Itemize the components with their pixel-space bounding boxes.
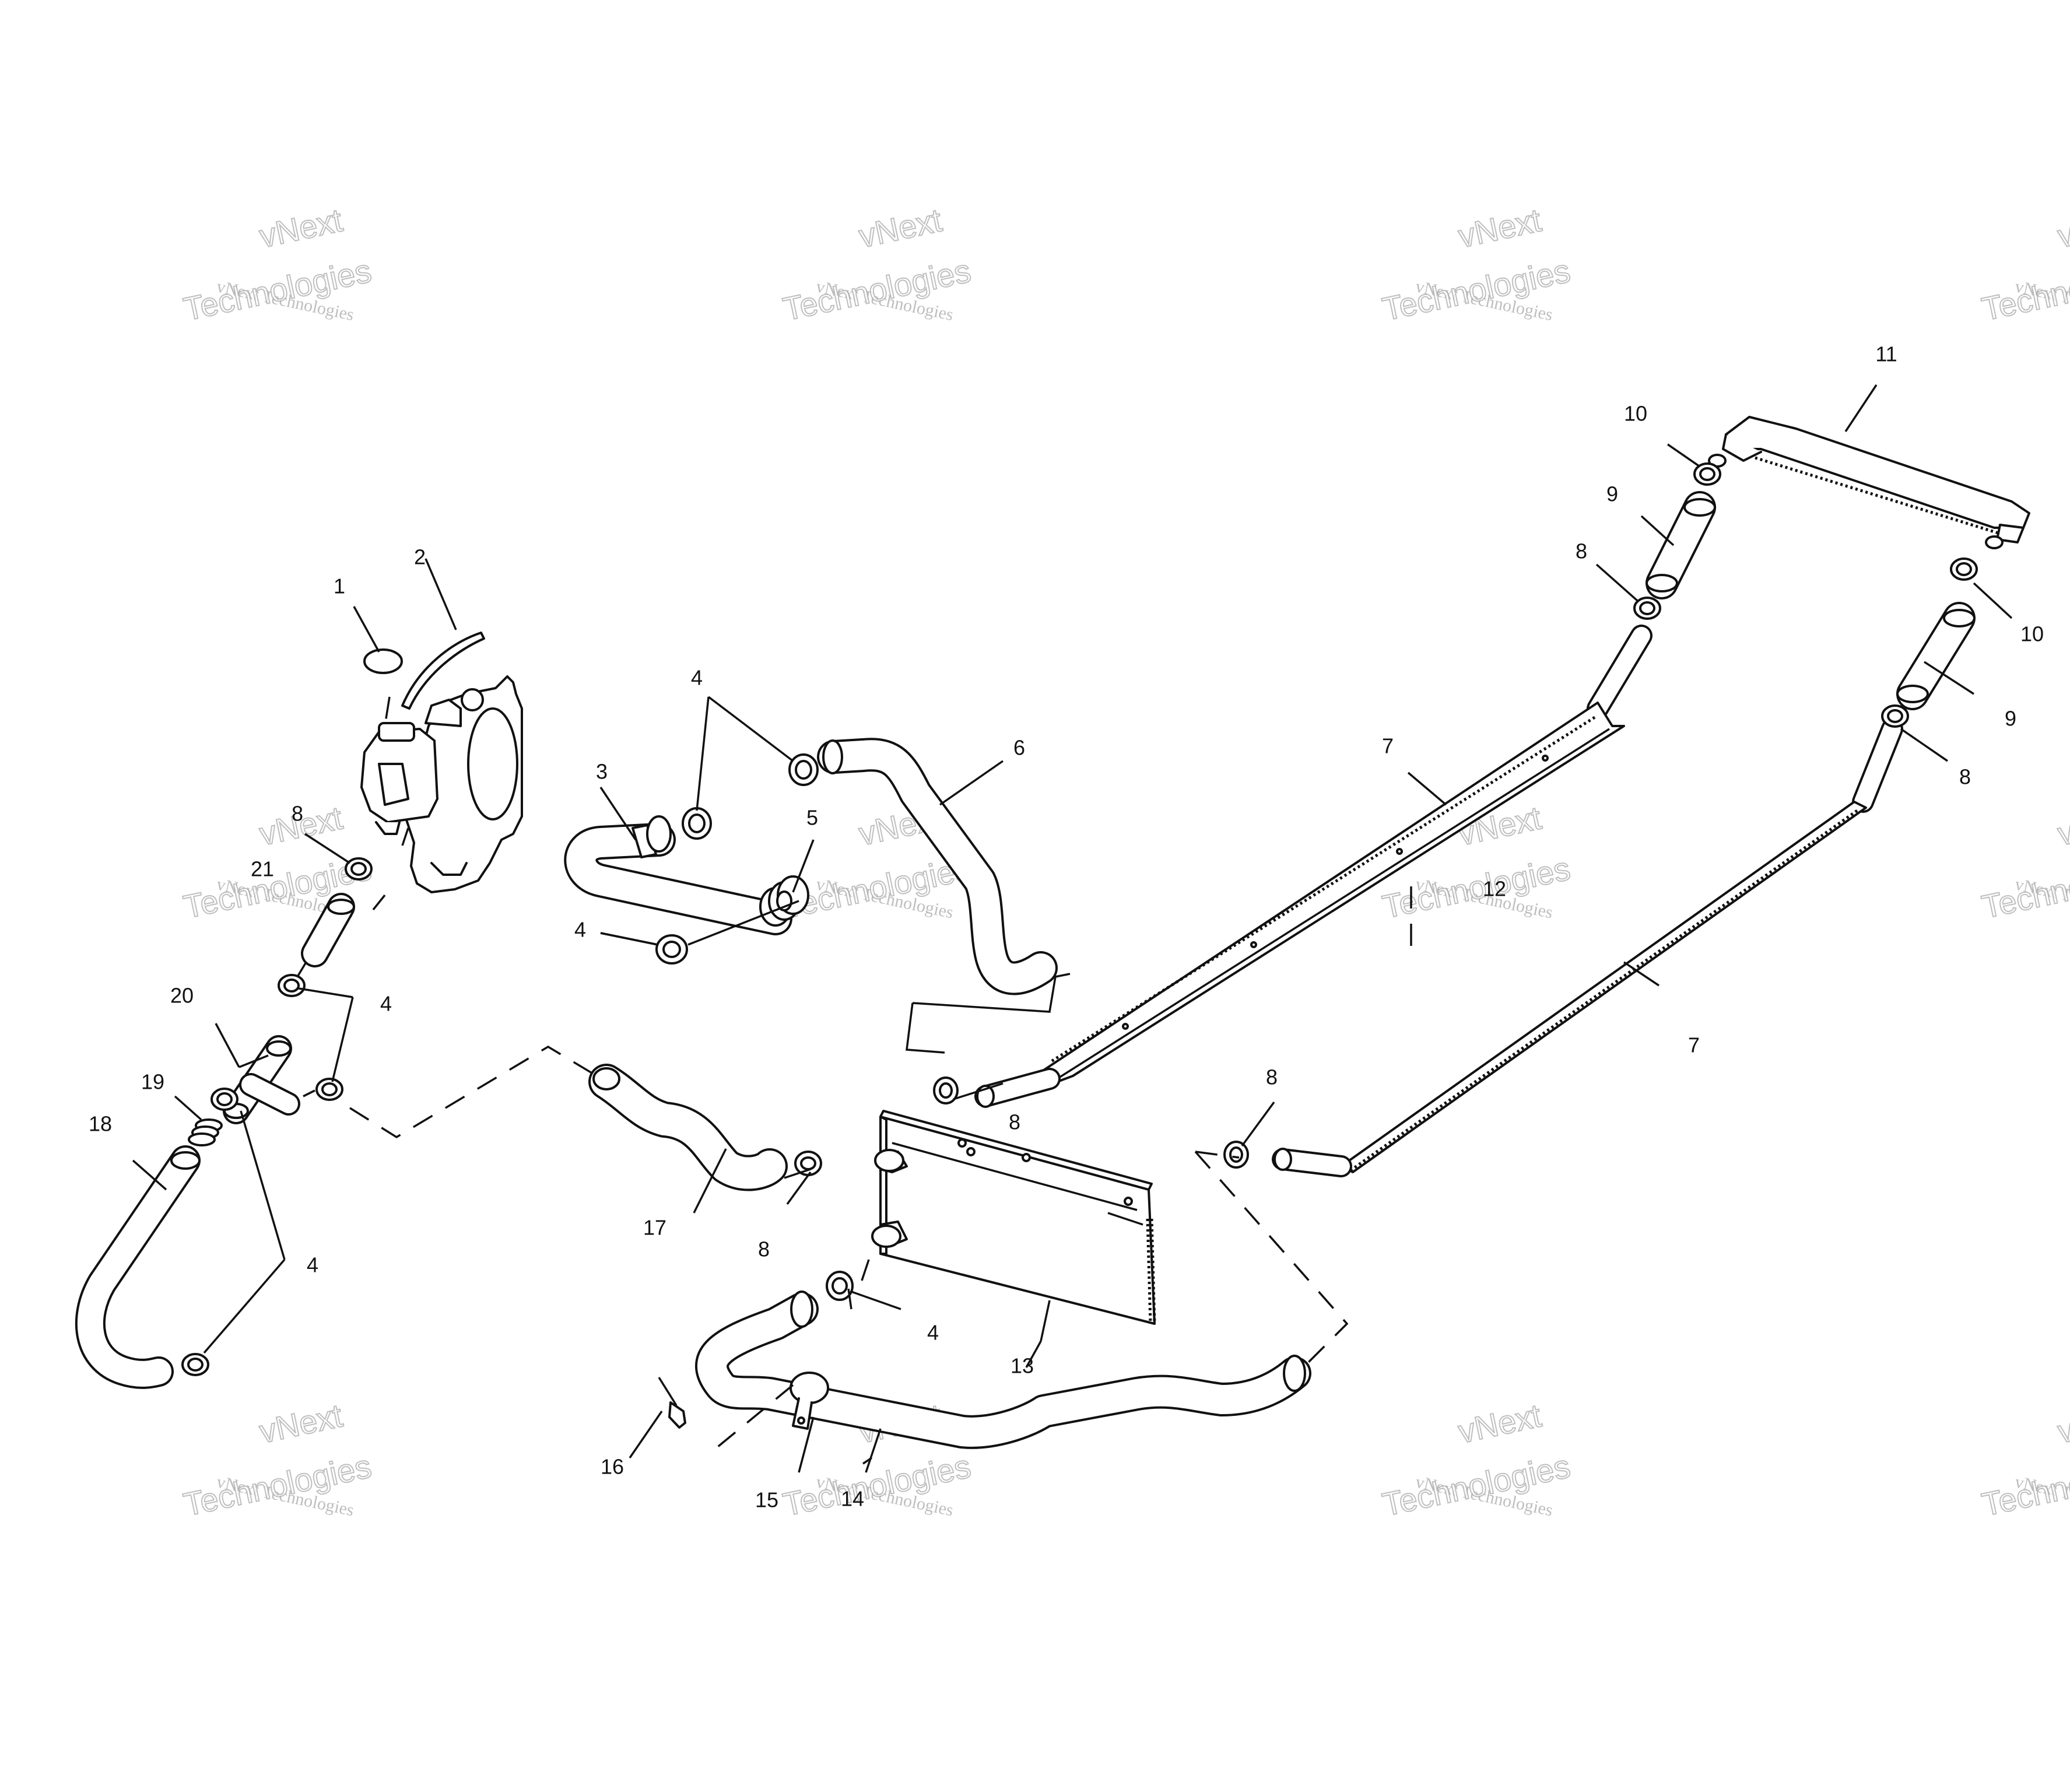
rivet-16	[658, 1377, 686, 1429]
clamp-8-f	[345, 857, 373, 881]
callout-7: 7	[1688, 1033, 1700, 1057]
hose-21	[301, 893, 355, 967]
watermark-text: Technologies	[1978, 252, 2070, 328]
heat-exchanger-7-upper	[974, 625, 1653, 1108]
callout-8: 8	[1576, 539, 1587, 563]
watermark-text: vNext	[855, 201, 945, 254]
watermark-text: vNext	[1455, 1397, 1545, 1450]
clamp-10-upper	[1693, 462, 1721, 486]
watermark-text: vNext	[256, 1397, 346, 1450]
callout-14: 14	[841, 1487, 864, 1511]
watermark-text: vNext	[256, 201, 346, 254]
callout-10: 10	[2020, 622, 2044, 646]
reservoir-cap	[363, 648, 403, 674]
clamp-4-g	[826, 1271, 854, 1301]
t-fitting-20	[223, 1035, 300, 1124]
radiator-13-fitting-lower	[871, 1225, 901, 1248]
watermark-text: Technologies	[1978, 850, 2070, 925]
callout-2: 2	[414, 545, 426, 569]
clamp-4-c	[655, 934, 688, 965]
hose-9-upper	[1646, 491, 1716, 599]
callout-8: 8	[758, 1237, 770, 1261]
callout-labels: 1 2 3 4 4 4 4 4 5 6 7 7 8 8 8 8 8 8 9 9 …	[89, 342, 2044, 1512]
callout-6: 6	[1013, 736, 1025, 760]
callout-3: 3	[596, 760, 608, 784]
callout-8: 8	[1959, 765, 1971, 789]
watermark-text: vNext	[1455, 201, 1545, 254]
callout-8: 8	[1009, 1110, 1020, 1134]
watermark-text: vNext	[2054, 1397, 2070, 1450]
clamp-10-lower	[1950, 557, 1978, 581]
reservoir-strap	[401, 632, 485, 710]
clamp-8-c	[933, 1076, 959, 1104]
callout-4: 4	[307, 1253, 318, 1277]
clamp-8-d	[1223, 1141, 1249, 1169]
callout-4: 4	[574, 918, 586, 942]
callout-19: 19	[141, 1070, 164, 1094]
clamp-4-f	[210, 1088, 238, 1111]
clamp-4-a	[682, 807, 712, 840]
hose-14	[695, 1290, 1311, 1449]
radiator-13-fitting-upper	[874, 1149, 904, 1172]
callout-17: 17	[643, 1216, 666, 1240]
clamp-4-b	[788, 753, 819, 786]
callout-4: 4	[691, 666, 703, 690]
callout-16: 16	[601, 1455, 624, 1479]
hose-18	[75, 1145, 201, 1389]
clamp-8-b	[1881, 704, 1909, 728]
callout-11: 11	[1875, 342, 1897, 366]
callout-8: 8	[1266, 1065, 1278, 1089]
callout-8: 8	[292, 802, 303, 826]
hose-17	[588, 1064, 788, 1191]
clamp-4-h	[181, 1353, 209, 1376]
heat-exchanger-7-lower	[1272, 718, 1903, 1177]
routing-lines	[296, 696, 1412, 1453]
callout-21: 21	[251, 857, 274, 881]
callout-9: 9	[1606, 482, 1618, 506]
callout-18: 18	[89, 1112, 112, 1136]
callout-9: 9	[2005, 707, 2016, 731]
leader-lines	[132, 384, 2013, 1473]
callout-4: 4	[380, 992, 392, 1016]
clamp-8-a	[1633, 597, 1661, 620]
watermark-text: Technologies	[1978, 1447, 2070, 1523]
callout-10: 10	[1624, 402, 1647, 426]
clamp-4-d	[278, 974, 306, 997]
clamp-4-e	[315, 1078, 343, 1101]
hose-6	[817, 738, 1058, 995]
callout-7: 7	[1382, 734, 1394, 758]
callout-5: 5	[806, 806, 818, 830]
heat-exchanger-13	[879, 1110, 1156, 1325]
callout-13: 13	[1011, 1354, 1034, 1378]
hose-clamp-15	[790, 1372, 829, 1430]
watermark-text: vNext	[2054, 799, 2070, 852]
callout-20: 20	[170, 984, 194, 1008]
callout-15: 15	[755, 1488, 778, 1512]
coolant-reservoir	[360, 675, 523, 893]
watermark-text: vNext	[2054, 201, 2070, 254]
callout-4: 4	[927, 1321, 939, 1345]
spring-19	[188, 1118, 223, 1146]
callout-12: 12	[1483, 877, 1506, 901]
hose-3	[564, 815, 792, 935]
clamp-8-e	[794, 1151, 822, 1176]
hose-9-lower	[1896, 602, 1976, 710]
callout-1: 1	[334, 574, 345, 598]
heat-exchanger-11	[1708, 416, 2030, 549]
